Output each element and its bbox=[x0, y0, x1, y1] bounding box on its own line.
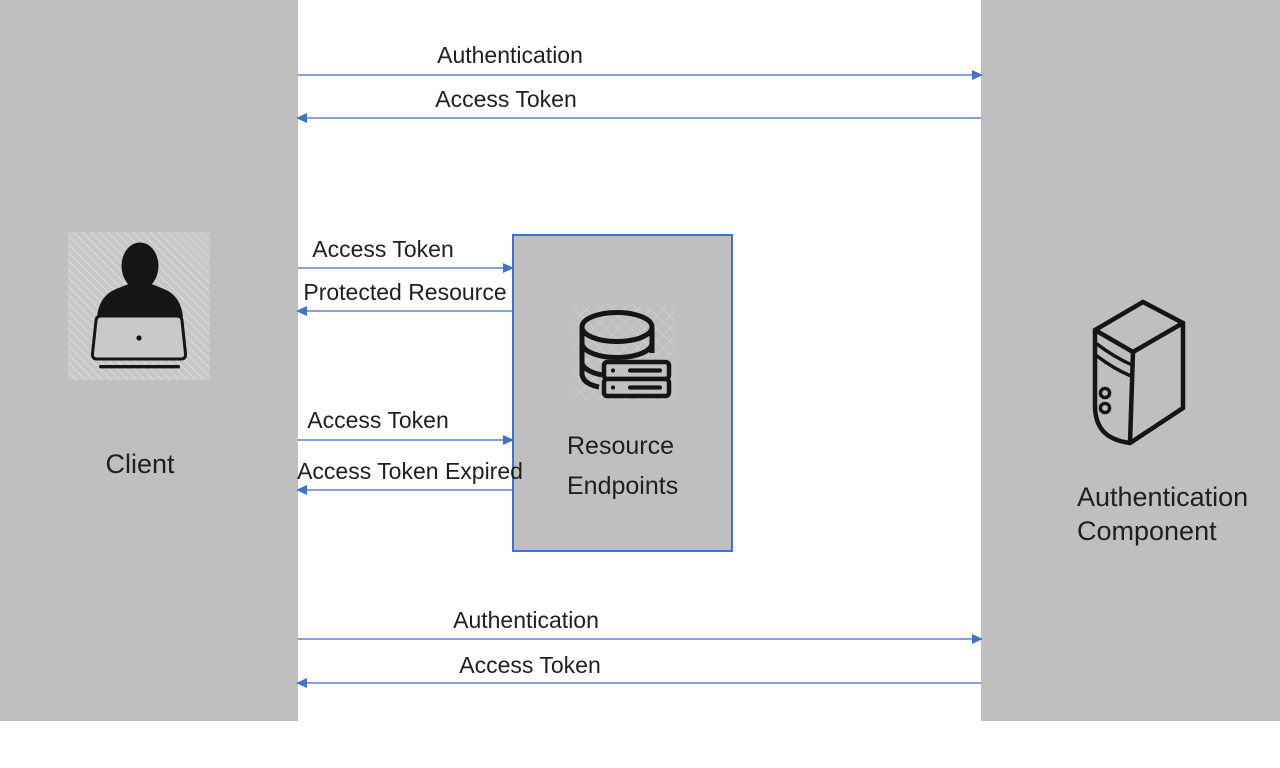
message-label: Authentication bbox=[437, 42, 583, 68]
arrowhead-right-icon bbox=[972, 634, 983, 644]
arrowhead-right-icon bbox=[503, 435, 514, 445]
arrowhead-right-icon bbox=[972, 70, 983, 80]
message-arrow-left bbox=[296, 306, 512, 316]
person-at-laptop-icon bbox=[68, 232, 210, 380]
message-arrow-right bbox=[298, 263, 514, 273]
client-panel: Client bbox=[0, 0, 298, 721]
auth-component-label: Authentication Component bbox=[1077, 480, 1248, 548]
arrowhead-left-icon bbox=[296, 113, 307, 123]
resource-endpoints-box: Resource Endpoints bbox=[512, 234, 733, 552]
server-tower-icon bbox=[1090, 296, 1190, 446]
auth-component-label-line1: Authentication bbox=[1077, 482, 1249, 512]
auth-component-label-line2: Component bbox=[1077, 516, 1217, 546]
resource-endpoints-label: Resource Endpoints bbox=[567, 426, 678, 506]
arrowhead-left-icon bbox=[296, 485, 307, 495]
message-arrow-right bbox=[298, 634, 983, 644]
message-arrow-right bbox=[298, 435, 514, 445]
arrowhead-left-icon bbox=[296, 306, 307, 316]
message-arrow-left bbox=[296, 485, 512, 495]
message-arrow-right bbox=[298, 70, 983, 80]
message-label: Access Token Expired bbox=[297, 458, 523, 484]
message-label: Protected Resource bbox=[303, 279, 507, 305]
message-label: Access Token bbox=[459, 652, 601, 678]
arrowhead-right-icon bbox=[503, 263, 514, 273]
resource-endpoints-label-line2: Endpoints bbox=[567, 472, 679, 500]
message-arrow-left bbox=[296, 678, 981, 688]
database-server-icon bbox=[575, 305, 675, 400]
arrowhead-left-icon bbox=[296, 678, 307, 688]
message-label: Access Token bbox=[307, 407, 449, 433]
message-label: Authentication bbox=[453, 607, 599, 633]
message-arrow-left bbox=[296, 113, 981, 123]
client-label: Client bbox=[105, 449, 175, 479]
resource-endpoints-label-line1: Resource bbox=[567, 432, 674, 460]
message-label: Access Token bbox=[435, 86, 577, 112]
message-label: Access Token bbox=[312, 236, 454, 262]
